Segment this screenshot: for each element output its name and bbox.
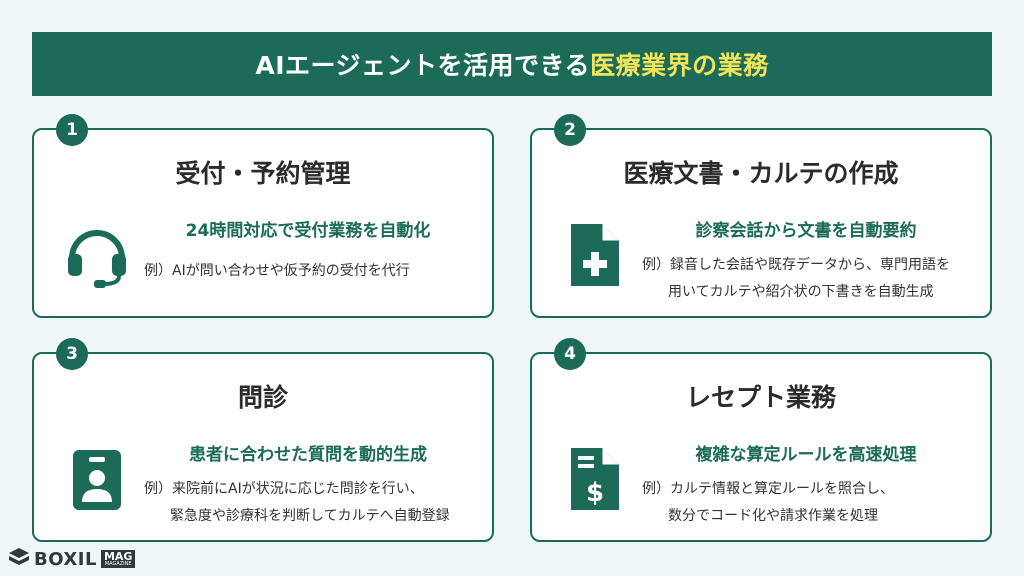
card-medical-documents: 2 医療文書・カルテの作成 診察会話から文書を自動要約 例）録音した会話や既存デ… [530,114,992,318]
logo-tag-text: MAG [103,550,133,563]
page-title-highlight: 医療業界の業務 [590,51,769,80]
card-description: 例）来院前にAIが状況に応じた問診を行い、 緊急度や診療科を判断してカルテへ自動… [144,476,482,530]
card-subtitle: 24時間対応で受付業務を自動化 [185,221,431,241]
page-title: AIエージェントを活用できる [255,51,591,80]
id-badge-icon [60,442,134,516]
card-description: 例）録音した会話や既存データから、専門用語を 用いてカルテや紹介状の下書きを自動… [642,252,980,306]
card-number-badge: 1 [56,114,88,146]
page-title-banner: AIエージェントを活用できる医療業界の業務 [32,32,992,96]
desc-line-1: 例）AIが問い合わせや仮予約の受付を代行 [144,263,410,279]
logo-tag-subtext: MAGAZINE [104,561,132,567]
logo-text: BOXIL [34,548,97,570]
card-title: 受付・予約管理 [175,159,351,188]
card-title: レセプト業務 [685,383,836,412]
desc-line-1: 例）カルテ情報と算定ルールを照合し、 [642,481,894,497]
card-number-badge: 3 [56,338,88,370]
card-title: 問診 [237,383,288,412]
card-subtitle: 複雑な算定ルールを高速処理 [695,445,917,465]
boxil-logo: BOXIL MAG MAGAZINE [8,547,136,571]
card-subtitle: 患者に合わせた質問を動的生成 [189,445,427,465]
invoice-dollar-icon: $ [558,442,632,516]
desc-line-1: 例）来院前にAIが状況に応じた問診を行い、 [144,481,424,497]
card-reception: 1 受付・予約管理 24時間対応で受付業務を自動化 例）AIが問い合わせや仮予約… [32,114,494,318]
card-number-badge: 2 [554,114,586,146]
desc-line-2: 数分でコード化や請求作業を処理 [668,508,878,524]
card-subtitle: 診察会話から文書を自動要約 [695,221,917,241]
card-interview: 3 問診 患者に合わせた質問を動的生成 例）来院前にAIが状況に応じた問診を行い… [32,338,494,542]
svg-text:$: $ [586,478,604,508]
desc-line-2: 緊急度や診療科を判断してカルテへ自動登録 [170,508,450,524]
card-description: 例）カルテ情報と算定ルールを照合し、 数分でコード化や請求作業を処理 [642,476,980,530]
card-description: 例）AIが問い合わせや仮予約の受付を代行 [144,258,482,285]
desc-line-1: 例）録音した会話や既存データから、専門用語を [642,257,950,273]
boxil-logo-icon [8,547,30,571]
logo-tag: MAG MAGAZINE [100,550,136,568]
desc-line-2: 用いてカルテや紹介状の下書きを自動生成 [668,284,934,300]
medical-document-icon [558,218,632,292]
card-number-badge: 4 [554,338,586,370]
card-receipt: 4 レセプト業務 $ 複雑な算定ルールを高速処理 例）カルテ情報と算定ルールを照… [530,338,992,542]
card-title: 医療文書・カルテの作成 [623,159,899,188]
headset-icon [60,218,134,292]
